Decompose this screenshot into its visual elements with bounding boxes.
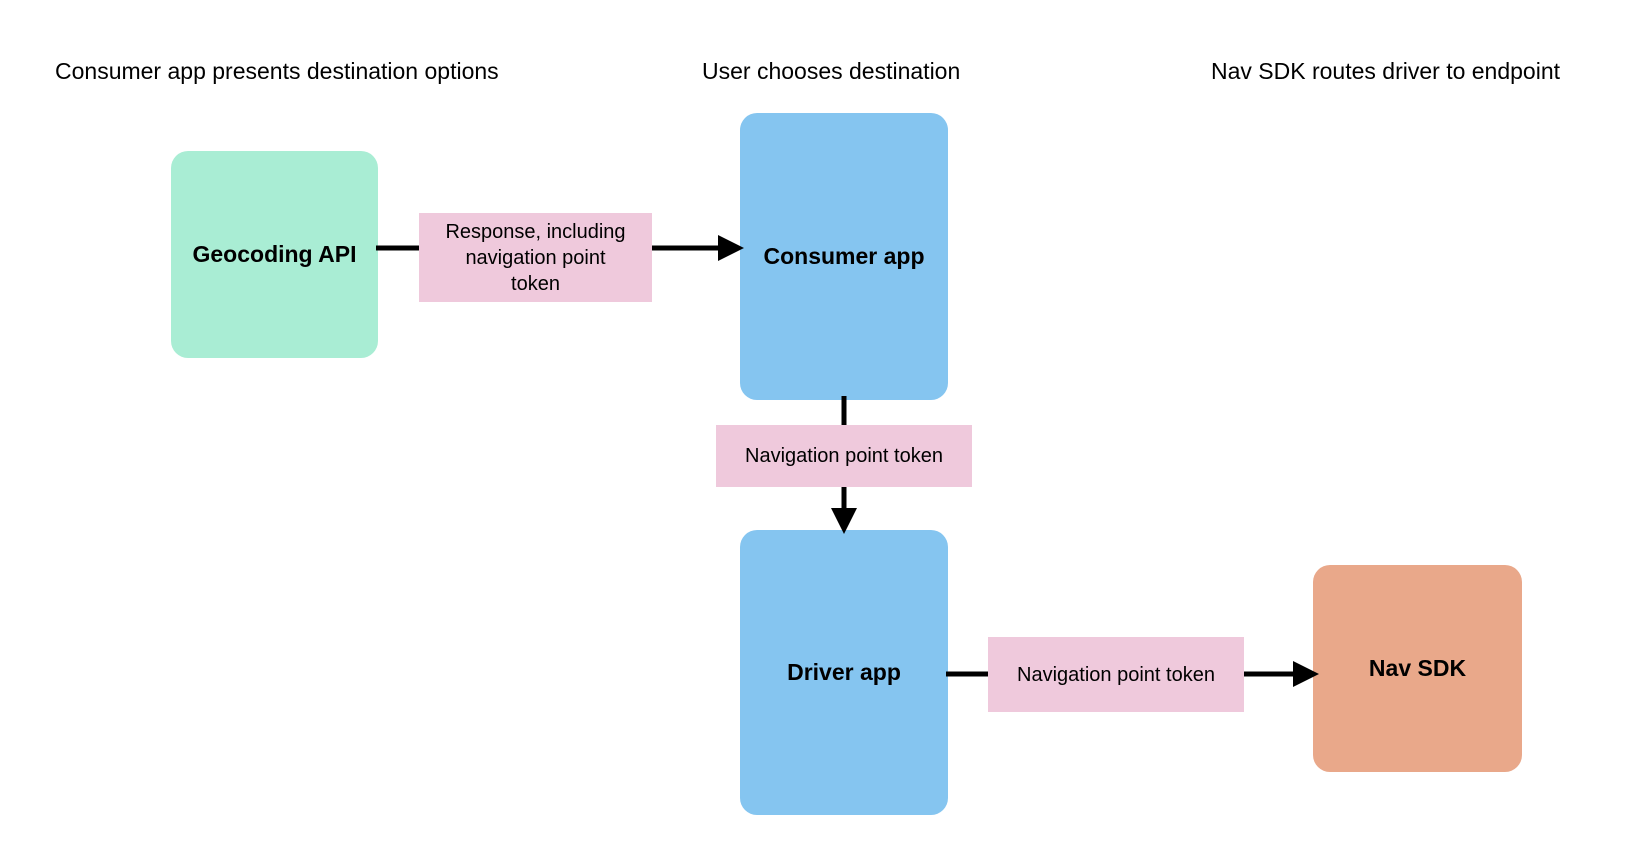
edge-label-response-token-line-2: navigation point — [465, 246, 606, 269]
node-consumer-app-label: Consumer app — [763, 242, 925, 269]
edge-label-response-token-text: Response, including navigation point tok… — [445, 219, 625, 297]
edge-label-response-token: Response, including navigation point tok… — [419, 213, 652, 302]
node-consumer-app[interactable]: Consumer app — [740, 113, 948, 400]
node-nav-sdk[interactable]: Nav SDK — [1313, 565, 1522, 772]
edge-label-nav-token-driver-navsdk-text: Navigation point token — [1017, 663, 1215, 686]
edge-label-nav-token-consumer-driver-text: Navigation point token — [745, 445, 943, 467]
node-geocoding-api[interactable]: Geocoding API — [171, 151, 378, 358]
edge-label-response-token-line-3: token — [511, 272, 560, 295]
stage-title-user-chooses: User chooses destination — [702, 58, 961, 84]
node-nav-sdk-label: Nav SDK — [1368, 654, 1467, 681]
node-driver-app[interactable]: Driver app — [740, 530, 948, 815]
edge-label-nav-token-driver-navsdk: Navigation point token — [988, 637, 1244, 712]
node-geocoding-api-label: Geocoding API — [192, 240, 357, 267]
edge-label-nav-token-consumer-driver: Navigation point token — [716, 425, 972, 487]
stage-title-consumer-options: Consumer app presents destination option… — [55, 58, 499, 84]
stage-title-nav-routes: Nav SDK routes driver to endpoint — [1211, 58, 1561, 84]
node-driver-app-label: Driver app — [787, 658, 901, 685]
edge-label-response-token-line-1: Response, including — [445, 220, 626, 243]
